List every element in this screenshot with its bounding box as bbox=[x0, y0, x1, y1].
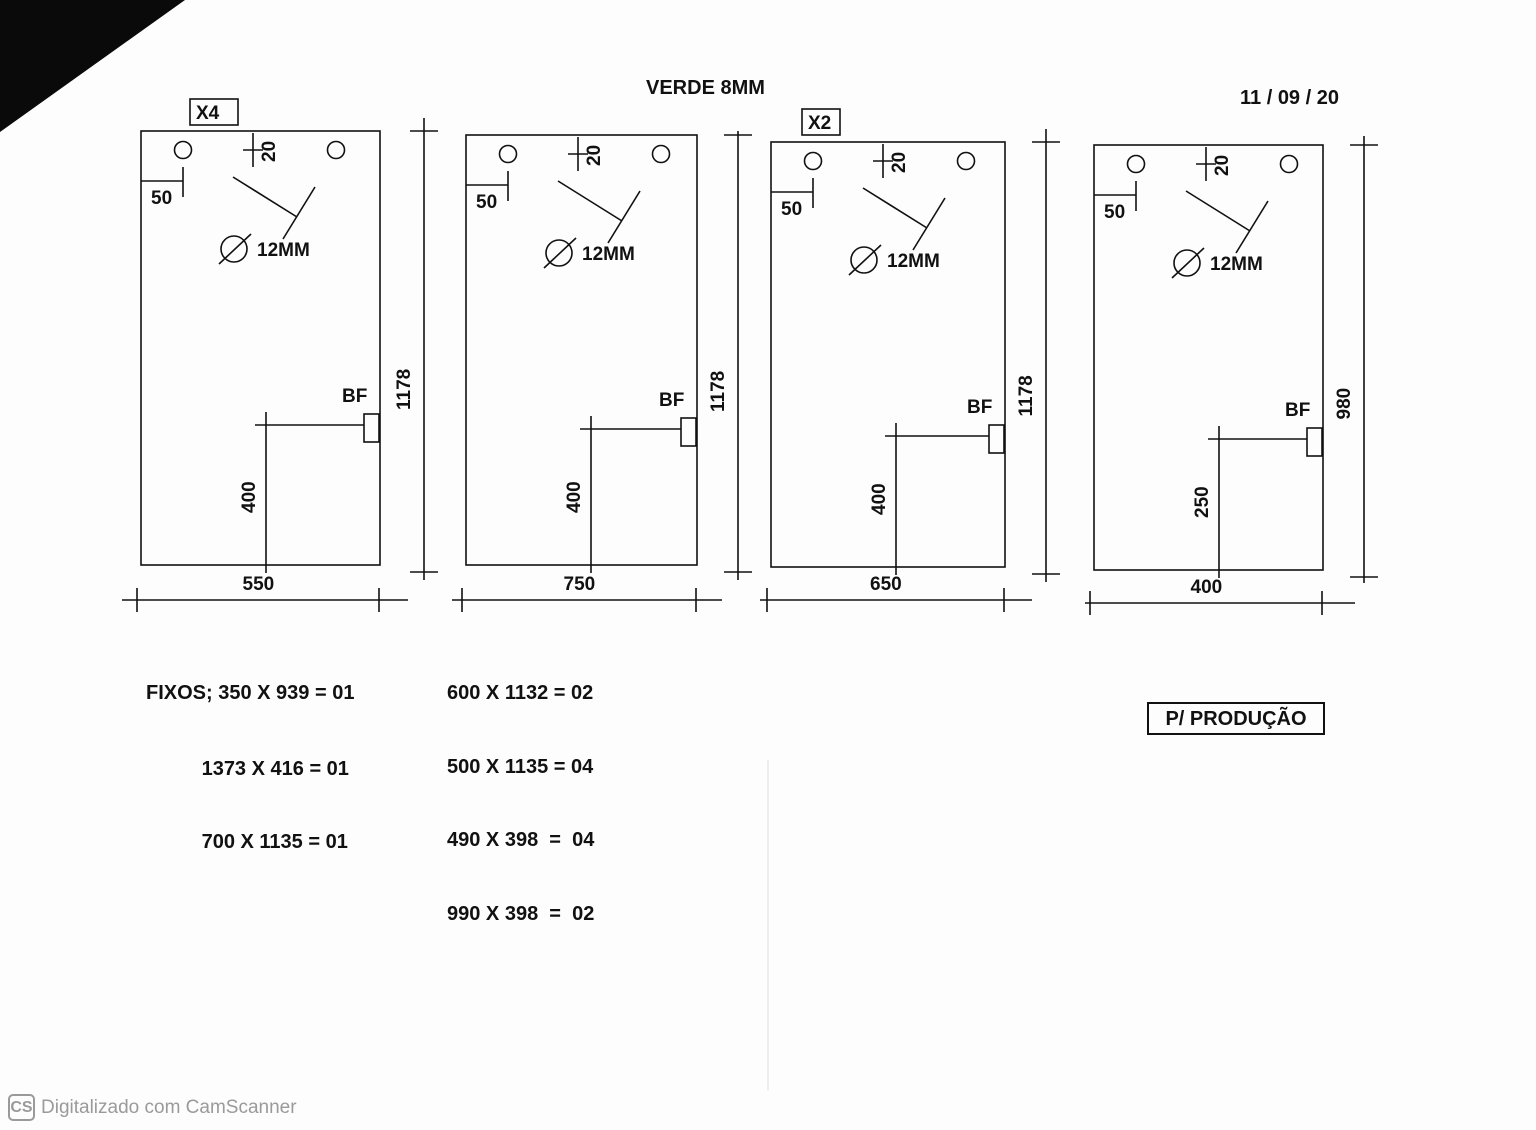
mounting-hole-icon bbox=[173, 140, 193, 160]
height-label: 1178 bbox=[394, 369, 415, 410]
mounting-hole-icon bbox=[326, 140, 346, 160]
list-item: 1373 X 416 = 01 bbox=[146, 757, 349, 780]
production-stamp: P/ PRODUÇÃO bbox=[1147, 702, 1325, 735]
camscanner-logo-icon: CS bbox=[8, 1094, 35, 1121]
mounting-hole-icon bbox=[651, 144, 671, 164]
top-offset-label: 20 bbox=[889, 152, 910, 173]
list-item: 600 X 1132 = 02 bbox=[447, 682, 594, 704]
hole-diameter-label: 12MM bbox=[887, 251, 940, 272]
bf-label: BF bbox=[659, 390, 684, 411]
height-label: 980 bbox=[1334, 388, 1355, 420]
panel-4: 20 50 12MM BF 250 400 980 bbox=[1085, 136, 1378, 615]
scanner-watermark-text: Digitalizado com CamScanner bbox=[41, 1096, 297, 1118]
top-offset-label: 20 bbox=[1212, 155, 1233, 176]
hole-leader-line bbox=[282, 186, 316, 240]
side-offset-label: 50 bbox=[476, 192, 497, 213]
scanner-watermark: CS Digitalizado com CamScanner bbox=[8, 1094, 297, 1121]
side-offset-label: 50 bbox=[1104, 202, 1125, 223]
panel-outline bbox=[465, 134, 698, 566]
hole-leader-line bbox=[607, 190, 641, 244]
mounting-hole-icon bbox=[498, 144, 518, 164]
panel-3: X2 20 50 12MM BF 400 650 1178 bbox=[760, 108, 1060, 612]
top-offset-label: 20 bbox=[584, 145, 605, 166]
height-label: 1178 bbox=[708, 371, 729, 412]
hole-leader-line bbox=[557, 180, 623, 222]
list-item: 500 X 1135 = 04 bbox=[447, 755, 594, 778]
width-label: 750 bbox=[564, 574, 596, 595]
quantity-tag: X2 bbox=[808, 113, 831, 134]
bf-label: BF bbox=[1285, 400, 1310, 421]
fixed-parts-list-left: FIXOS; 350 X 939 = 01 1373 X 416 = 01 70… bbox=[146, 632, 354, 879]
list-item: 490 X 398 = 04 bbox=[447, 829, 595, 851]
bf-label: BF bbox=[342, 386, 367, 407]
quantity-tag-box bbox=[801, 108, 841, 136]
mounting-hole-icon bbox=[956, 151, 976, 171]
bf-height-label: 250 bbox=[1192, 486, 1213, 518]
height-label: 1178 bbox=[1016, 375, 1037, 416]
panel-outline bbox=[140, 130, 381, 566]
hole-diameter-label: 12MM bbox=[582, 244, 635, 265]
hole-leader-line bbox=[862, 187, 928, 229]
fixed-parts-list-right: 600 X 1132 = 02 500 X 1135 = 04 490 X 39… bbox=[447, 632, 594, 951]
width-label: 650 bbox=[870, 574, 902, 595]
diameter-icon bbox=[1173, 249, 1201, 277]
bf-fitting-box bbox=[680, 417, 697, 447]
mounting-hole-icon bbox=[1279, 154, 1299, 174]
panel-outline bbox=[1093, 144, 1324, 571]
bf-height-label: 400 bbox=[564, 481, 585, 513]
side-offset-label: 50 bbox=[781, 199, 802, 220]
quantity-tag: X4 bbox=[196, 103, 220, 124]
bf-height-label: 400 bbox=[239, 481, 260, 513]
width-label: 550 bbox=[243, 574, 275, 595]
mounting-hole-icon bbox=[1126, 154, 1146, 174]
bf-fitting-box bbox=[1306, 427, 1323, 457]
mounting-hole-icon bbox=[803, 151, 823, 171]
panel-1: X4 20 50 12MM BF 400 550 1178 bbox=[122, 98, 438, 612]
scan-corner-shadow bbox=[0, 0, 185, 132]
panel-outline bbox=[770, 141, 1006, 568]
bf-label: BF bbox=[967, 397, 992, 418]
side-offset-label: 50 bbox=[151, 188, 172, 209]
diameter-icon-slash bbox=[543, 237, 577, 269]
list-item: 700 X 1135 = 01 bbox=[146, 831, 348, 853]
hole-leader-line bbox=[232, 176, 298, 218]
top-offset-label: 20 bbox=[259, 141, 280, 162]
bf-fitting-box bbox=[363, 413, 380, 443]
material-title: VERDE 8MM bbox=[646, 77, 765, 99]
diameter-icon bbox=[220, 235, 248, 263]
hole-leader-line bbox=[912, 197, 946, 251]
diameter-icon bbox=[545, 239, 573, 267]
hole-leader-line bbox=[1185, 190, 1251, 232]
list-item: 990 X 398 = 02 bbox=[447, 902, 595, 925]
list-item: FIXOS; 350 X 939 = 01 bbox=[146, 682, 355, 704]
width-label: 400 bbox=[1191, 577, 1223, 598]
hole-diameter-label: 12MM bbox=[257, 240, 310, 261]
bf-fitting-box bbox=[988, 424, 1005, 454]
bf-height-label: 400 bbox=[869, 483, 890, 515]
quantity-tag-box bbox=[189, 98, 239, 126]
date-label: 11 / 09 / 20 bbox=[1240, 87, 1339, 109]
diameter-icon-slash bbox=[1171, 247, 1205, 279]
hole-leader-line bbox=[1235, 200, 1269, 254]
diameter-icon-slash bbox=[848, 244, 882, 276]
panel-2: 20 50 12MM BF 400 750 1178 bbox=[452, 131, 752, 612]
diameter-icon bbox=[850, 246, 878, 274]
diameter-icon-slash bbox=[218, 233, 252, 265]
hole-diameter-label: 12MM bbox=[1210, 254, 1263, 275]
